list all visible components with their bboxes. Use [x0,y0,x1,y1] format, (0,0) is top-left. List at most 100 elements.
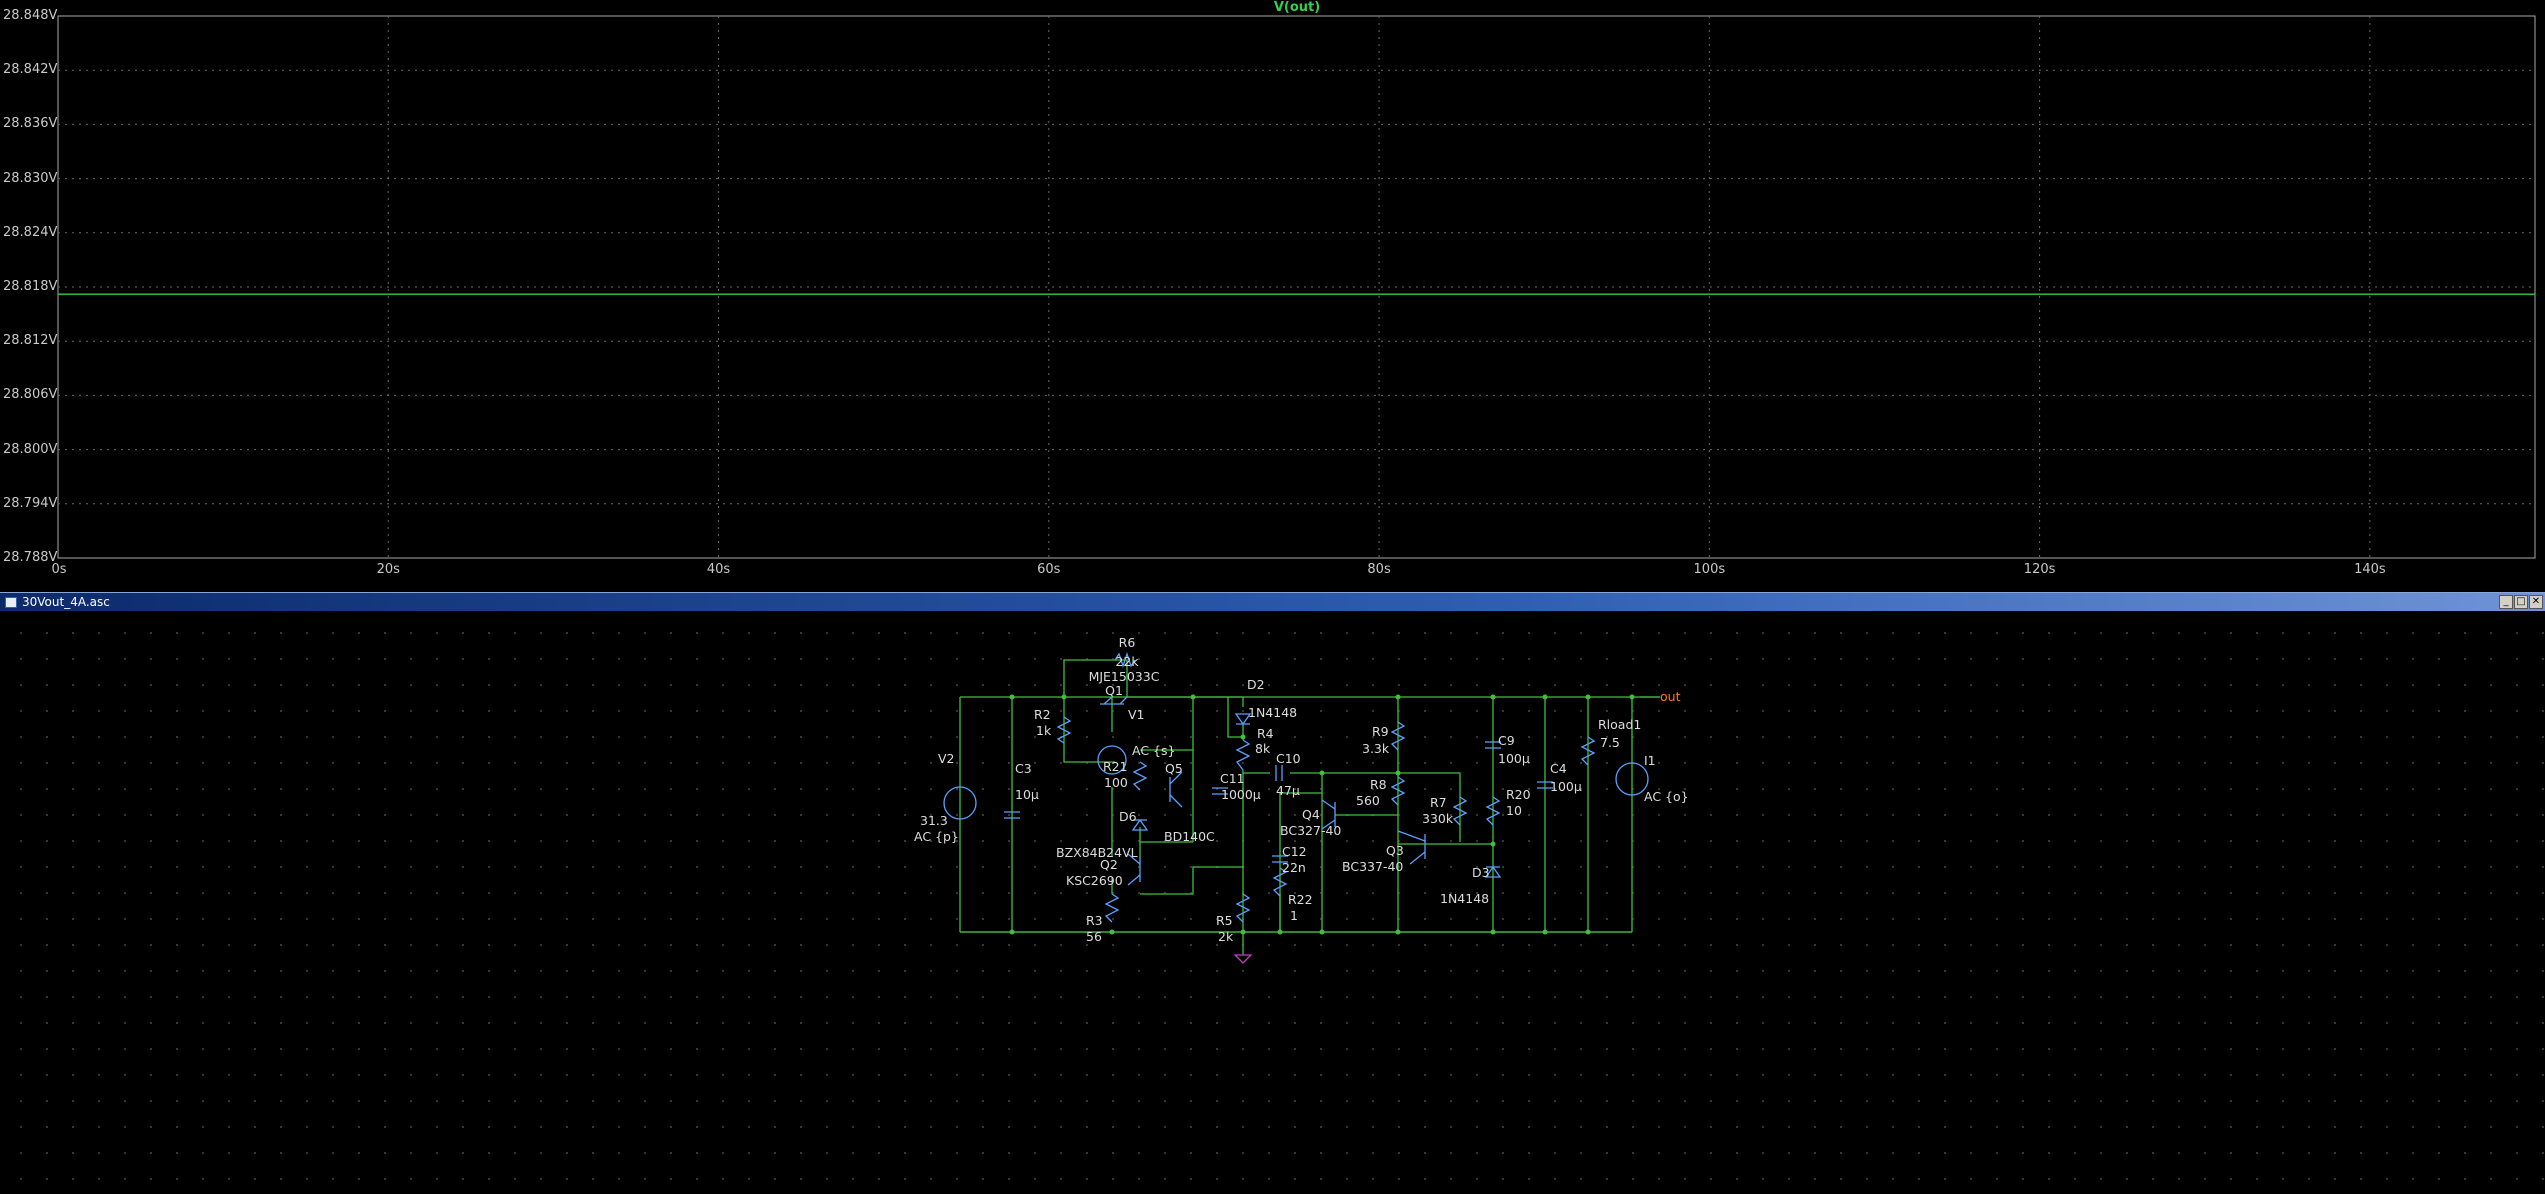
v1-ref: V1 [1128,707,1145,722]
ground-symbol [1233,954,1253,964]
c10-value: 47µ [1276,783,1300,798]
r4-ref: R4 [1257,726,1274,741]
r2-ref: R2 [1034,707,1051,722]
schematic-canvas[interactable]: R6 22k MJE15033C Q1 R2 1k V1 AC {s} D2 1… [0,612,2545,1194]
c3-value: 10µ [1015,787,1039,802]
d6-value: BZX84B24VL [1056,845,1138,860]
r4-symbol [1235,739,1251,771]
c10-symbol [1275,765,1283,781]
minimize-button[interactable]: _ [2499,595,2513,609]
r7-ref: R7 [1430,795,1447,810]
r5-ref: R5 [1216,913,1233,928]
y-tick-label: 28.788V [3,550,58,565]
y-tick-label: 28.842V [3,62,58,78]
r8-value: 560 [1356,793,1380,808]
r9-ref: R9 [1372,724,1389,739]
y-tick-label: 28.830V [3,170,58,186]
i1-symbol [1615,762,1649,796]
y-tick-label: 28.806V [3,387,58,403]
q2-ref: Q2 [1100,857,1118,872]
r3-symbol [1104,893,1120,923]
c12-symbol [1272,855,1288,863]
r3-value: 56 [1086,929,1102,944]
r9-symbol [1390,721,1406,751]
y-tick-label: 28.848V [3,8,58,23]
r7-value: 330k [1422,811,1454,826]
c12-ref: C12 [1282,844,1307,859]
v2-value: 31.3 [920,813,948,828]
close-button[interactable]: ✕ [2529,595,2543,609]
x-tick-label: 140s [2354,562,2386,577]
v2-ref: V2 [938,751,955,766]
v1-symbol [1097,745,1127,775]
c9-value: 100µ [1498,751,1530,766]
x-tick-label: 0s [51,562,67,577]
waveform-plot[interactable] [0,0,2545,582]
r21-value: 100 [1104,775,1128,790]
c11-value: 1000µ [1221,787,1261,802]
net-label-out[interactable]: out [1660,689,1681,704]
v1-value: AC {s} [1132,743,1176,758]
component-symbols [943,651,1649,923]
y-tick-label: 28.824V [3,224,58,240]
r4-value: 8k [1255,741,1271,756]
d2-ref: D2 [1247,677,1265,692]
schematic-titlebar[interactable]: 30Vout_4A.asc _ □ ✕ [0,592,2545,611]
x-tick-label: 60s [1037,562,1061,577]
d3-ref: D3 [1472,865,1490,880]
q3-value: BC337-40 [1342,859,1404,874]
r21-symbol [1132,761,1148,791]
c4-symbol [1537,781,1553,789]
schematic-window[interactable]: 30Vout_4A.asc _ □ ✕ [0,592,2545,1194]
y-tick-label: 28.794V [3,495,58,511]
d6-symbol [1131,818,1149,831]
y-tick-label: 28.818V [3,279,58,294]
q4-ref: Q4 [1302,807,1320,822]
d2-value: 1N4148 [1248,705,1298,720]
q2-value: KSC2690 [1066,873,1123,888]
r22-value: 1 [1290,908,1298,923]
c3-ref: C3 [1015,761,1032,776]
r6-symbol [1114,651,1136,669]
c4-value: 100µ [1550,779,1582,794]
q1-symbol [1100,696,1128,705]
v2-symbol [943,786,977,820]
maximize-button[interactable]: □ [2514,595,2528,609]
r2-symbol [1056,716,1072,744]
y-tick-label: 28.800V [3,441,58,457]
c11-symbol [1212,787,1228,795]
x-tick-label: 100s [1693,562,1726,577]
c12-value: 22n [1282,860,1306,875]
r20-symbol [1485,796,1501,826]
d2-symbol [1234,713,1252,726]
r9-value: 3.3k [1362,741,1390,756]
d3-value: 1N4148 [1440,891,1490,906]
plot-grid [58,16,2535,558]
r5-symbol [1235,893,1251,923]
c4-ref: C4 [1550,761,1567,776]
r20-ref: R20 [1506,787,1531,802]
r7-symbol [1452,796,1468,826]
c11-ref: C11 [1220,771,1245,786]
r8-symbol [1390,776,1406,806]
r22-ref: R22 [1288,892,1313,907]
schematic-drawing[interactable] [0,612,2545,1194]
rload1-symbol [1580,736,1596,766]
r3-ref: R3 [1086,913,1103,928]
r20-value: 10 [1506,803,1522,818]
c3-symbol [1004,811,1020,819]
rload1-ref: Rload1 [1598,717,1642,732]
q3-symbol [1397,830,1426,865]
q4-value: BC327-40 [1280,823,1342,838]
r6-ref: R6 [1118,635,1136,650]
r21-ref: R21 [1103,759,1128,774]
r5-value: 2k [1218,929,1234,944]
i1-value: AC {o} [1644,789,1689,804]
q5-value: BD140C [1164,829,1215,844]
r8-ref: R8 [1370,777,1387,792]
trace-title-vout[interactable]: V(out) [1273,0,1321,15]
x-tick-label: 80s [1367,562,1391,577]
x-tick-label: 20s [376,562,400,577]
c9-symbol [1485,741,1501,749]
